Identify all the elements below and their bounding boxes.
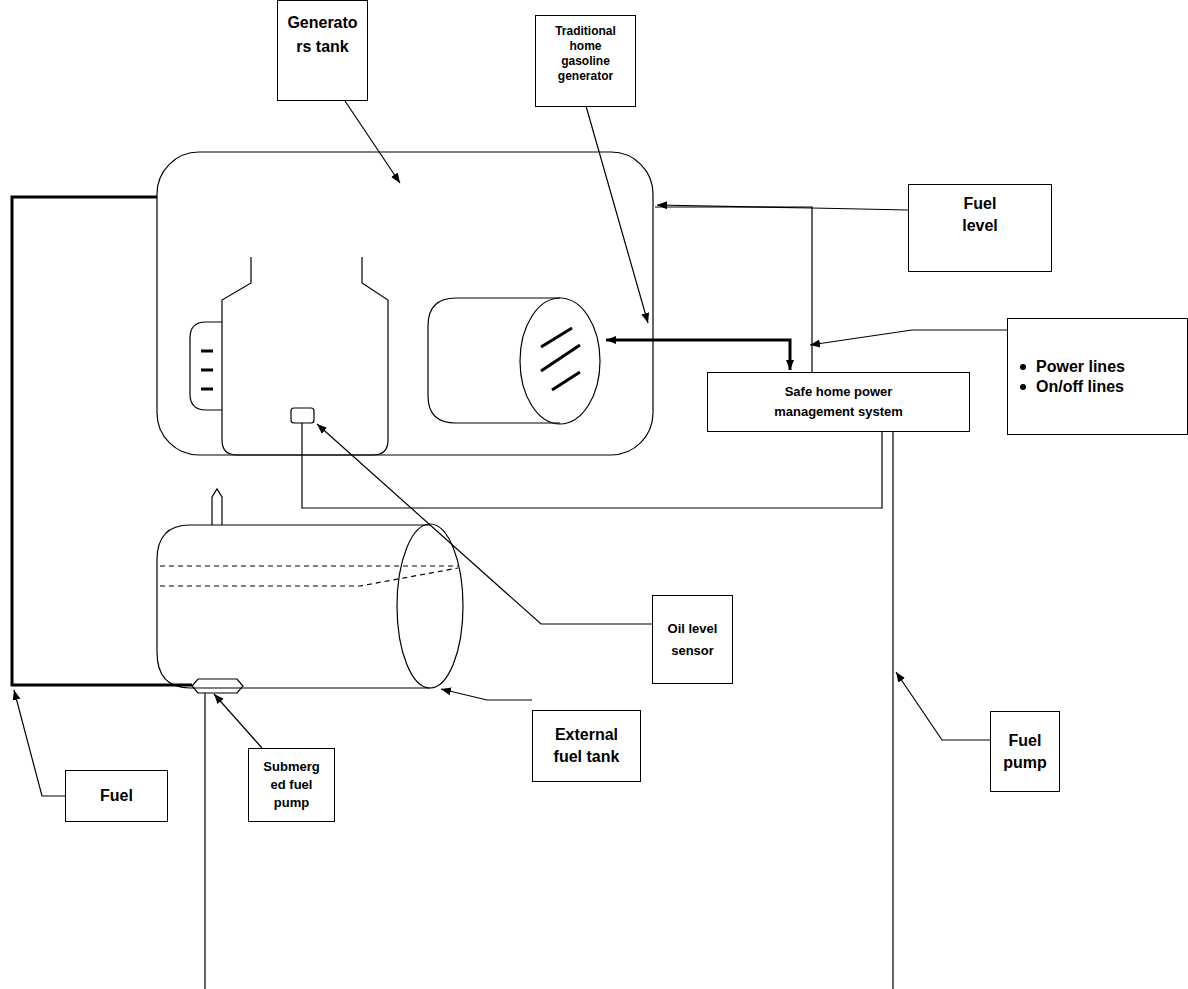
callout-box: Generato rs tank (277, 0, 368, 101)
oil-sensor (291, 408, 314, 423)
leader-line (586, 106, 648, 323)
callout-label: External fuel tank (541, 724, 633, 768)
leader-line (441, 689, 532, 700)
callout-label: Submerg ed fuel pump (261, 758, 323, 812)
callout-label: Generato rs tank (283, 11, 363, 59)
callout-label: On/off lines (1036, 377, 1124, 397)
bullet-item: Power lines (1020, 357, 1170, 377)
leader-line (14, 690, 65, 796)
text-group: Safe home power management system (754, 382, 924, 422)
alternator-windings (541, 328, 580, 390)
text-group: Fuel (72, 785, 162, 807)
callout-box: External fuel tank (532, 710, 641, 782)
starter-grip (201, 351, 213, 389)
text-group: Fuel level (950, 193, 1010, 237)
leader-line (896, 672, 990, 740)
text-group: Traditional home gasoline generator (546, 24, 626, 84)
fuel-pump-wire (892, 432, 893, 989)
text-group: Power linesOn/off lines (1020, 357, 1170, 397)
sensor-wire (655, 207, 812, 372)
callout-box: Submerg ed fuel pump (248, 748, 335, 822)
oil-sensor-wire (302, 423, 882, 508)
leader-line (345, 101, 400, 183)
callout-label: Oil level sensor (658, 618, 728, 662)
callout-box: Fuel (65, 770, 168, 822)
callout-box: Safe home power management system (707, 372, 970, 432)
callout-label: Fuel level (950, 193, 1010, 237)
text-group: Oil level sensor (658, 618, 728, 662)
callout-box: Fuel pump (990, 711, 1060, 792)
text-group: Fuel pump (995, 730, 1055, 774)
leader-line (810, 330, 1007, 345)
callout-label: Fuel pump (995, 730, 1055, 774)
callout-box: Power linesOn/off lines (1007, 318, 1188, 435)
callout-label: Power lines (1036, 357, 1125, 377)
leader-line (317, 424, 652, 624)
text-group: External fuel tank (541, 724, 633, 768)
fuel-tank-body (157, 525, 430, 688)
submerged-pump-wire (204, 693, 205, 989)
fuel-line (12, 197, 192, 685)
fuel-level-line (160, 565, 458, 566)
bullet-dot (1020, 384, 1026, 390)
callout-label: Fuel (72, 785, 162, 807)
tank-vent (212, 489, 222, 525)
callout-box: Oil level sensor (652, 595, 733, 684)
fuel-tank-end (397, 524, 463, 688)
fuel-level-line (160, 568, 458, 586)
leader-line (657, 205, 908, 210)
leader-line (214, 694, 262, 748)
bullet-item: On/off lines (1020, 377, 1170, 397)
generator-housing (157, 152, 653, 455)
power-line (606, 340, 790, 370)
bullet-dot (1020, 364, 1026, 370)
recoil-starter (190, 322, 222, 410)
text-group: Submerg ed fuel pump (261, 758, 323, 812)
submerged-pump (192, 679, 243, 693)
callout-label: Traditional home gasoline generator (546, 24, 626, 84)
alternator-body (428, 298, 560, 423)
engine-block (222, 257, 388, 455)
text-group: Generato rs tank (283, 11, 363, 59)
callout-box: Traditional home gasoline generator (535, 15, 636, 107)
alternator-end (520, 298, 600, 424)
callout-label: Safe home power management system (754, 382, 924, 422)
callout-box: Fuel level (908, 184, 1052, 272)
